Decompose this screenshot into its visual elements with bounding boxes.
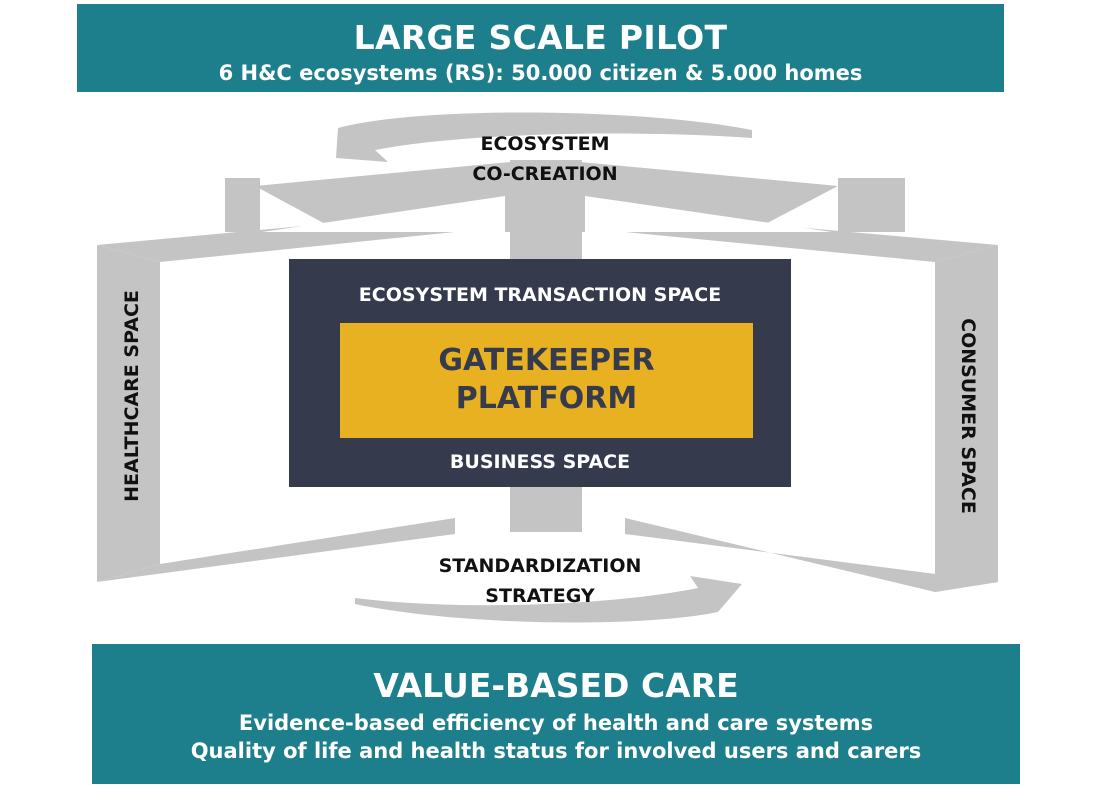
ecosystem-cocreation-label: ECOSYSTEM CO-CREATION [440, 129, 650, 189]
platform-line2: PLATFORM [455, 381, 638, 416]
standardization-line1: STANDARDIZATION [438, 555, 642, 577]
top-curved-arrow [336, 112, 752, 162]
cocreation-line1: ECOSYSTEM [480, 133, 610, 155]
business-space-label: BUSINESS SPACE [449, 451, 631, 473]
banner-subtitle: 6 H&C ecosystems (RS): 50.000 citizen & … [218, 61, 863, 85]
value-care-line2: Quality of life and health status for in… [190, 739, 922, 763]
right-frame-band [935, 245, 998, 592]
value-care-line1: Evidence-based efficiency of health and … [238, 711, 874, 735]
right-page-bottom-edge [625, 518, 998, 592]
back-page-frame-left [225, 178, 260, 232]
back-page-frame-right [838, 178, 905, 232]
left-page-bottom-edge [97, 518, 455, 582]
value-care-title: VALUE-BASED CARE [373, 666, 739, 705]
standardization-strategy-label: STANDARDIZATION STRATEGY [410, 551, 670, 611]
healthcare-space-label: HEALTHCARE SPACE [121, 290, 143, 502]
consumer-space-label: CONSUMER SPACE [957, 318, 979, 514]
value-based-care-banner: VALUE-BASED CARE Evidence-based efficien… [92, 644, 1020, 784]
transaction-space-label: ECOSYSTEM TRANSACTION SPACE [358, 284, 722, 306]
bottom-curved-arrow [355, 576, 742, 623]
gatekeeper-platform-box: GATEKEEPER PLATFORM [340, 323, 753, 438]
left-frame-band [97, 245, 160, 582]
banner-title: LARGE SCALE PILOT [353, 18, 728, 57]
platform-line1: GATEKEEPER [438, 343, 655, 378]
ecosystem-transaction-space-box: ECOSYSTEM TRANSACTION SPACE GATEKEEPER P… [289, 259, 791, 487]
standardization-line2: STRATEGY [485, 585, 595, 607]
cocreation-line2: CO-CREATION [472, 163, 618, 185]
large-scale-pilot-banner: LARGE SCALE PILOT 6 H&C ecosystems (RS):… [77, 4, 1004, 92]
